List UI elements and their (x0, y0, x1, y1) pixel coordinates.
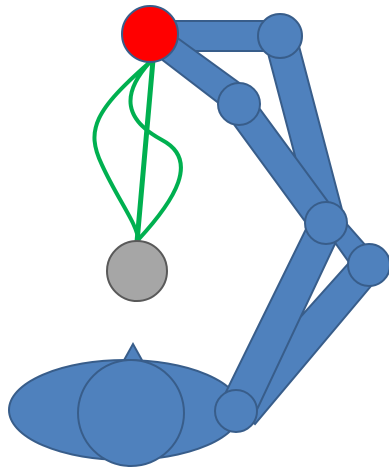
gray-ball-icon (107, 241, 167, 301)
joint-top-right (258, 14, 302, 58)
red-joint-icon (122, 6, 178, 62)
joint-elbow (305, 202, 347, 244)
base (9, 344, 241, 466)
base-circle (78, 360, 184, 466)
tendons (94, 60, 180, 242)
joint-mid (218, 83, 260, 125)
joint-base (215, 390, 257, 432)
joint-right (348, 244, 389, 286)
tendon-straight (137, 60, 153, 242)
